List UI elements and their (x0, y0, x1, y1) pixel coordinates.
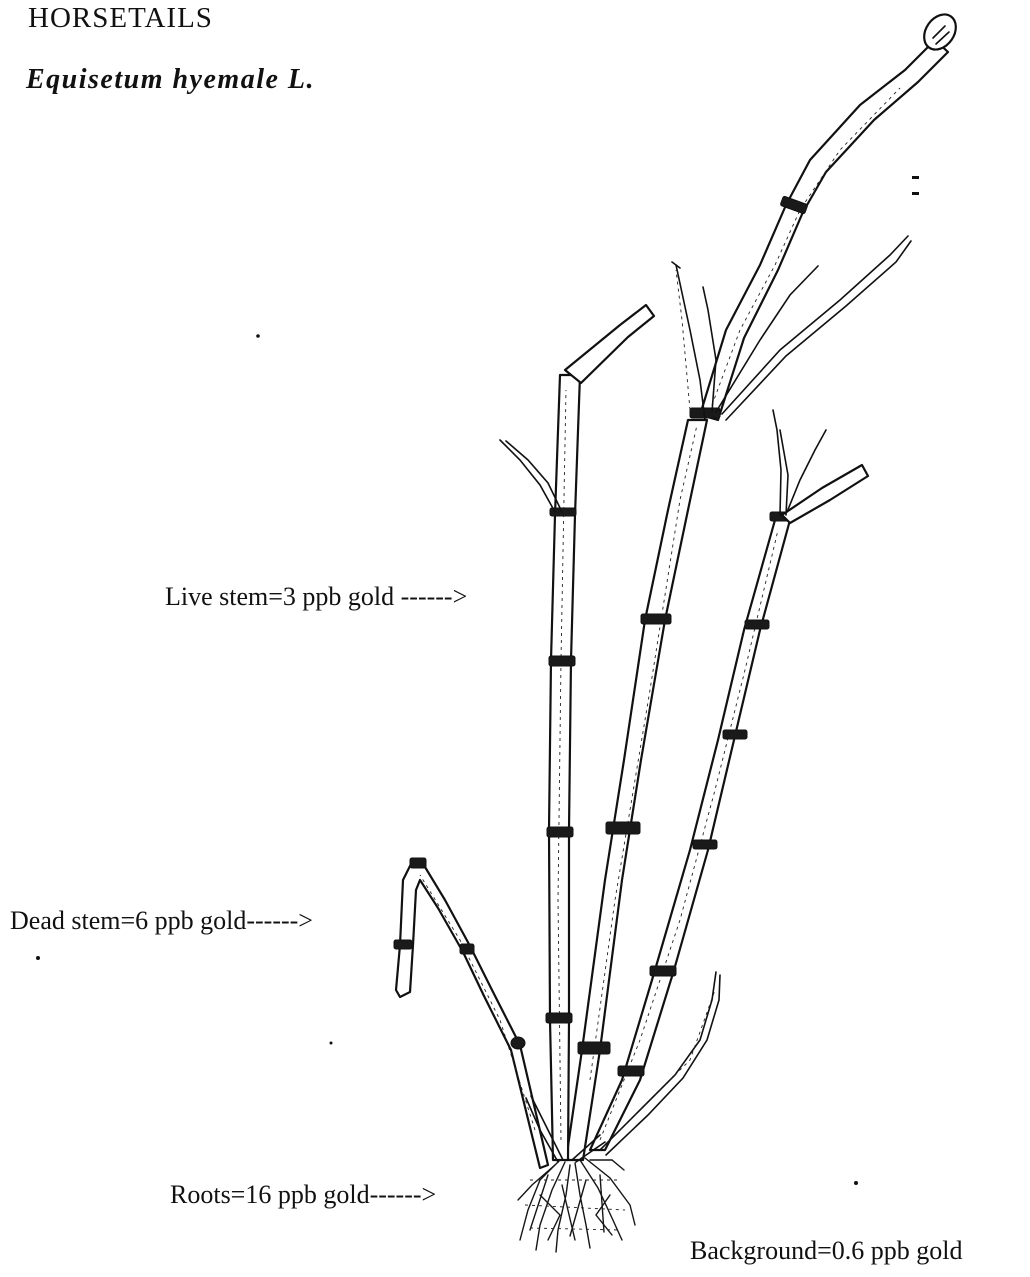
background-label: Background=0.6 ppb gold (690, 1236, 962, 1266)
live-stem-label: Live stem=3 ppb gold ------> (165, 582, 467, 612)
dead-stem (394, 858, 548, 1168)
ink-specks (36, 176, 919, 1185)
roots-label: Roots=16 ppb gold------> (170, 1180, 436, 1210)
dead-stem-label: Dead stem=6 ppb gold------> (10, 906, 313, 936)
roots (518, 1158, 635, 1252)
